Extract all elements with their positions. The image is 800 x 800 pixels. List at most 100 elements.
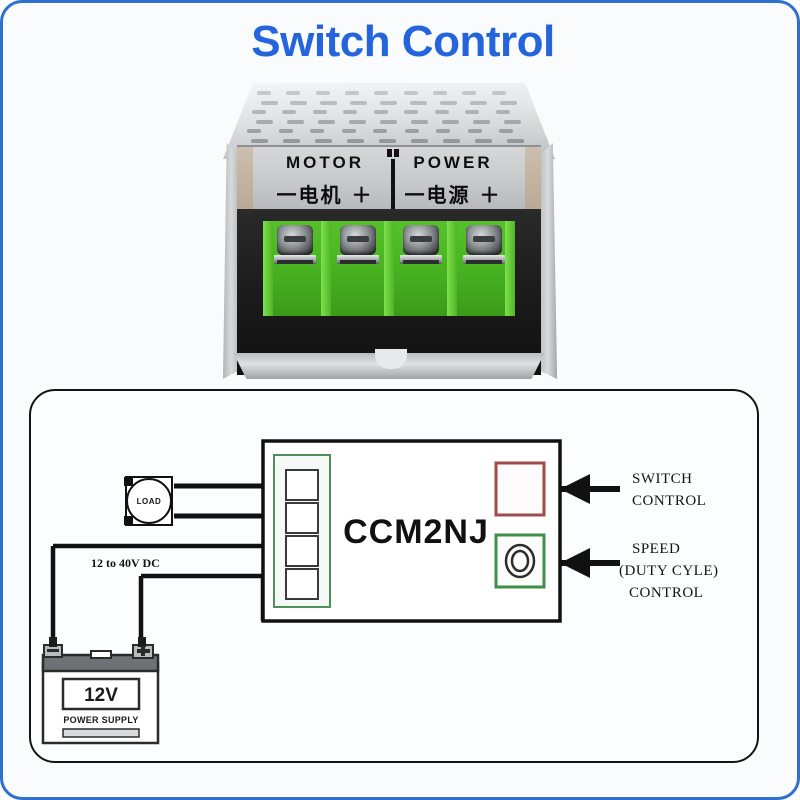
vent-slot	[404, 110, 419, 114]
vent-slot	[404, 129, 419, 133]
switch-button[interactable]	[494, 461, 546, 517]
vent-slot	[499, 129, 514, 133]
vent-slot	[278, 129, 293, 133]
terminal-block	[263, 221, 515, 316]
vent-slot	[346, 138, 364, 143]
vent-slot	[433, 91, 447, 95]
terminal-screw	[465, 225, 502, 255]
callout-switch-control: SWITCH CONTROL	[632, 471, 706, 509]
vent-slot	[341, 129, 356, 133]
label-power-cn: 一电源 ＋	[404, 183, 502, 207]
terminal-plate	[336, 255, 379, 264]
device-right-wall	[537, 143, 558, 379]
vent-slot	[410, 119, 428, 124]
battery-voltage: 12V	[84, 685, 118, 706]
vent-slot	[436, 129, 451, 133]
load-wires	[174, 483, 263, 519]
vent-slot	[380, 100, 398, 105]
vent-slot	[315, 91, 330, 95]
callout-speed-line-2: (DUTY CYLE)	[619, 563, 719, 579]
vent-slot	[491, 91, 506, 95]
speed-control-arrow-icon	[560, 548, 620, 578]
vent-slot	[469, 100, 487, 105]
terminal-plate	[462, 255, 505, 264]
vent-slot	[250, 138, 268, 143]
vent-slot	[374, 91, 389, 95]
vent-slot	[345, 91, 359, 95]
label-row-english: MOTOR POWER	[237, 153, 541, 173]
vent-slot	[411, 138, 429, 143]
vent-slot	[314, 138, 332, 143]
vent-slot	[462, 91, 477, 95]
vent-slot	[255, 119, 273, 124]
label-motor: MOTOR	[286, 153, 364, 172]
vent-slot	[260, 100, 278, 105]
vent-slot	[282, 110, 297, 114]
terminal-divider	[263, 221, 273, 316]
vent-slot	[343, 110, 358, 114]
vent-slot	[503, 119, 521, 124]
terminal-divider	[447, 221, 457, 316]
load-label: LOAD	[137, 497, 162, 506]
label-row-chinese: 一电机 ＋ 一电源 ＋	[237, 179, 541, 208]
vent-slot	[350, 100, 368, 105]
vent-slot	[409, 100, 427, 105]
vent-slot	[475, 138, 493, 143]
module-name: CCM2NJ	[343, 513, 489, 551]
load-symbol: LOAD	[124, 476, 173, 526]
vent-slot	[443, 138, 461, 143]
callout-speed-line-1: SPEED	[632, 541, 680, 557]
speed-potentiometer[interactable]	[494, 533, 546, 589]
vent-slot	[373, 110, 388, 114]
vent-slot	[286, 91, 301, 95]
vent-slot	[286, 119, 304, 124]
vent-slot	[348, 119, 366, 124]
vent-slot	[495, 110, 510, 114]
vent-slot	[320, 100, 338, 105]
vent-slot	[312, 110, 327, 114]
battery-positive-terminal	[132, 637, 154, 659]
vent-slot	[290, 100, 308, 105]
terminal-screw	[339, 225, 376, 255]
vent-slot	[499, 100, 517, 105]
battery-caption: POWER SUPPLY	[63, 715, 138, 725]
vent-slot	[507, 138, 525, 143]
battery-negative-terminal	[43, 637, 63, 658]
terminal-divider	[505, 221, 515, 316]
supply-voltage-label: 12 to 40V DC	[91, 556, 160, 570]
vent-slot	[403, 91, 418, 95]
terminal-divider	[321, 221, 331, 316]
terminal-screw	[276, 225, 313, 255]
callout-switch-line-2: CONTROL	[632, 493, 706, 509]
vent-slot	[465, 110, 480, 114]
terminal-divider	[384, 221, 394, 316]
vent-slot	[379, 119, 397, 124]
label-motor-cn: 一电机 ＋	[276, 183, 374, 207]
vent-slot	[439, 100, 457, 105]
vent-slot	[282, 138, 300, 143]
vent-slot	[317, 119, 335, 124]
module-ccm2nj[interactable]: CCM2NJ	[261, 439, 562, 623]
vent-slot	[441, 119, 459, 124]
vent-slot	[257, 91, 271, 95]
label-right-edge	[525, 147, 541, 213]
callout-speed-line-3: CONTROL	[629, 585, 703, 601]
vent-slot	[472, 119, 490, 124]
wiring-diagram: LOAD 12 to 40V DC	[29, 389, 759, 763]
label-power: POWER	[413, 153, 493, 172]
battery-symbol: 12V POWER SUPPLY	[41, 637, 160, 745]
switch-control-arrow-icon	[560, 474, 620, 504]
terminal-screw	[402, 225, 439, 255]
device-front-label: MOTOR POWER 一电机 ＋ 一电源 ＋	[237, 145, 541, 213]
vent-slot	[434, 110, 449, 114]
label-left-edge	[237, 147, 253, 213]
vent-slot	[467, 129, 482, 133]
vent-slot	[247, 129, 261, 133]
terminal-plate	[399, 255, 442, 264]
terminal-plate	[273, 255, 316, 264]
label-divider-icon	[387, 149, 399, 211]
vent-slot	[310, 129, 325, 133]
vent-slot	[373, 129, 388, 133]
module-terminal-strip[interactable]	[273, 454, 331, 608]
